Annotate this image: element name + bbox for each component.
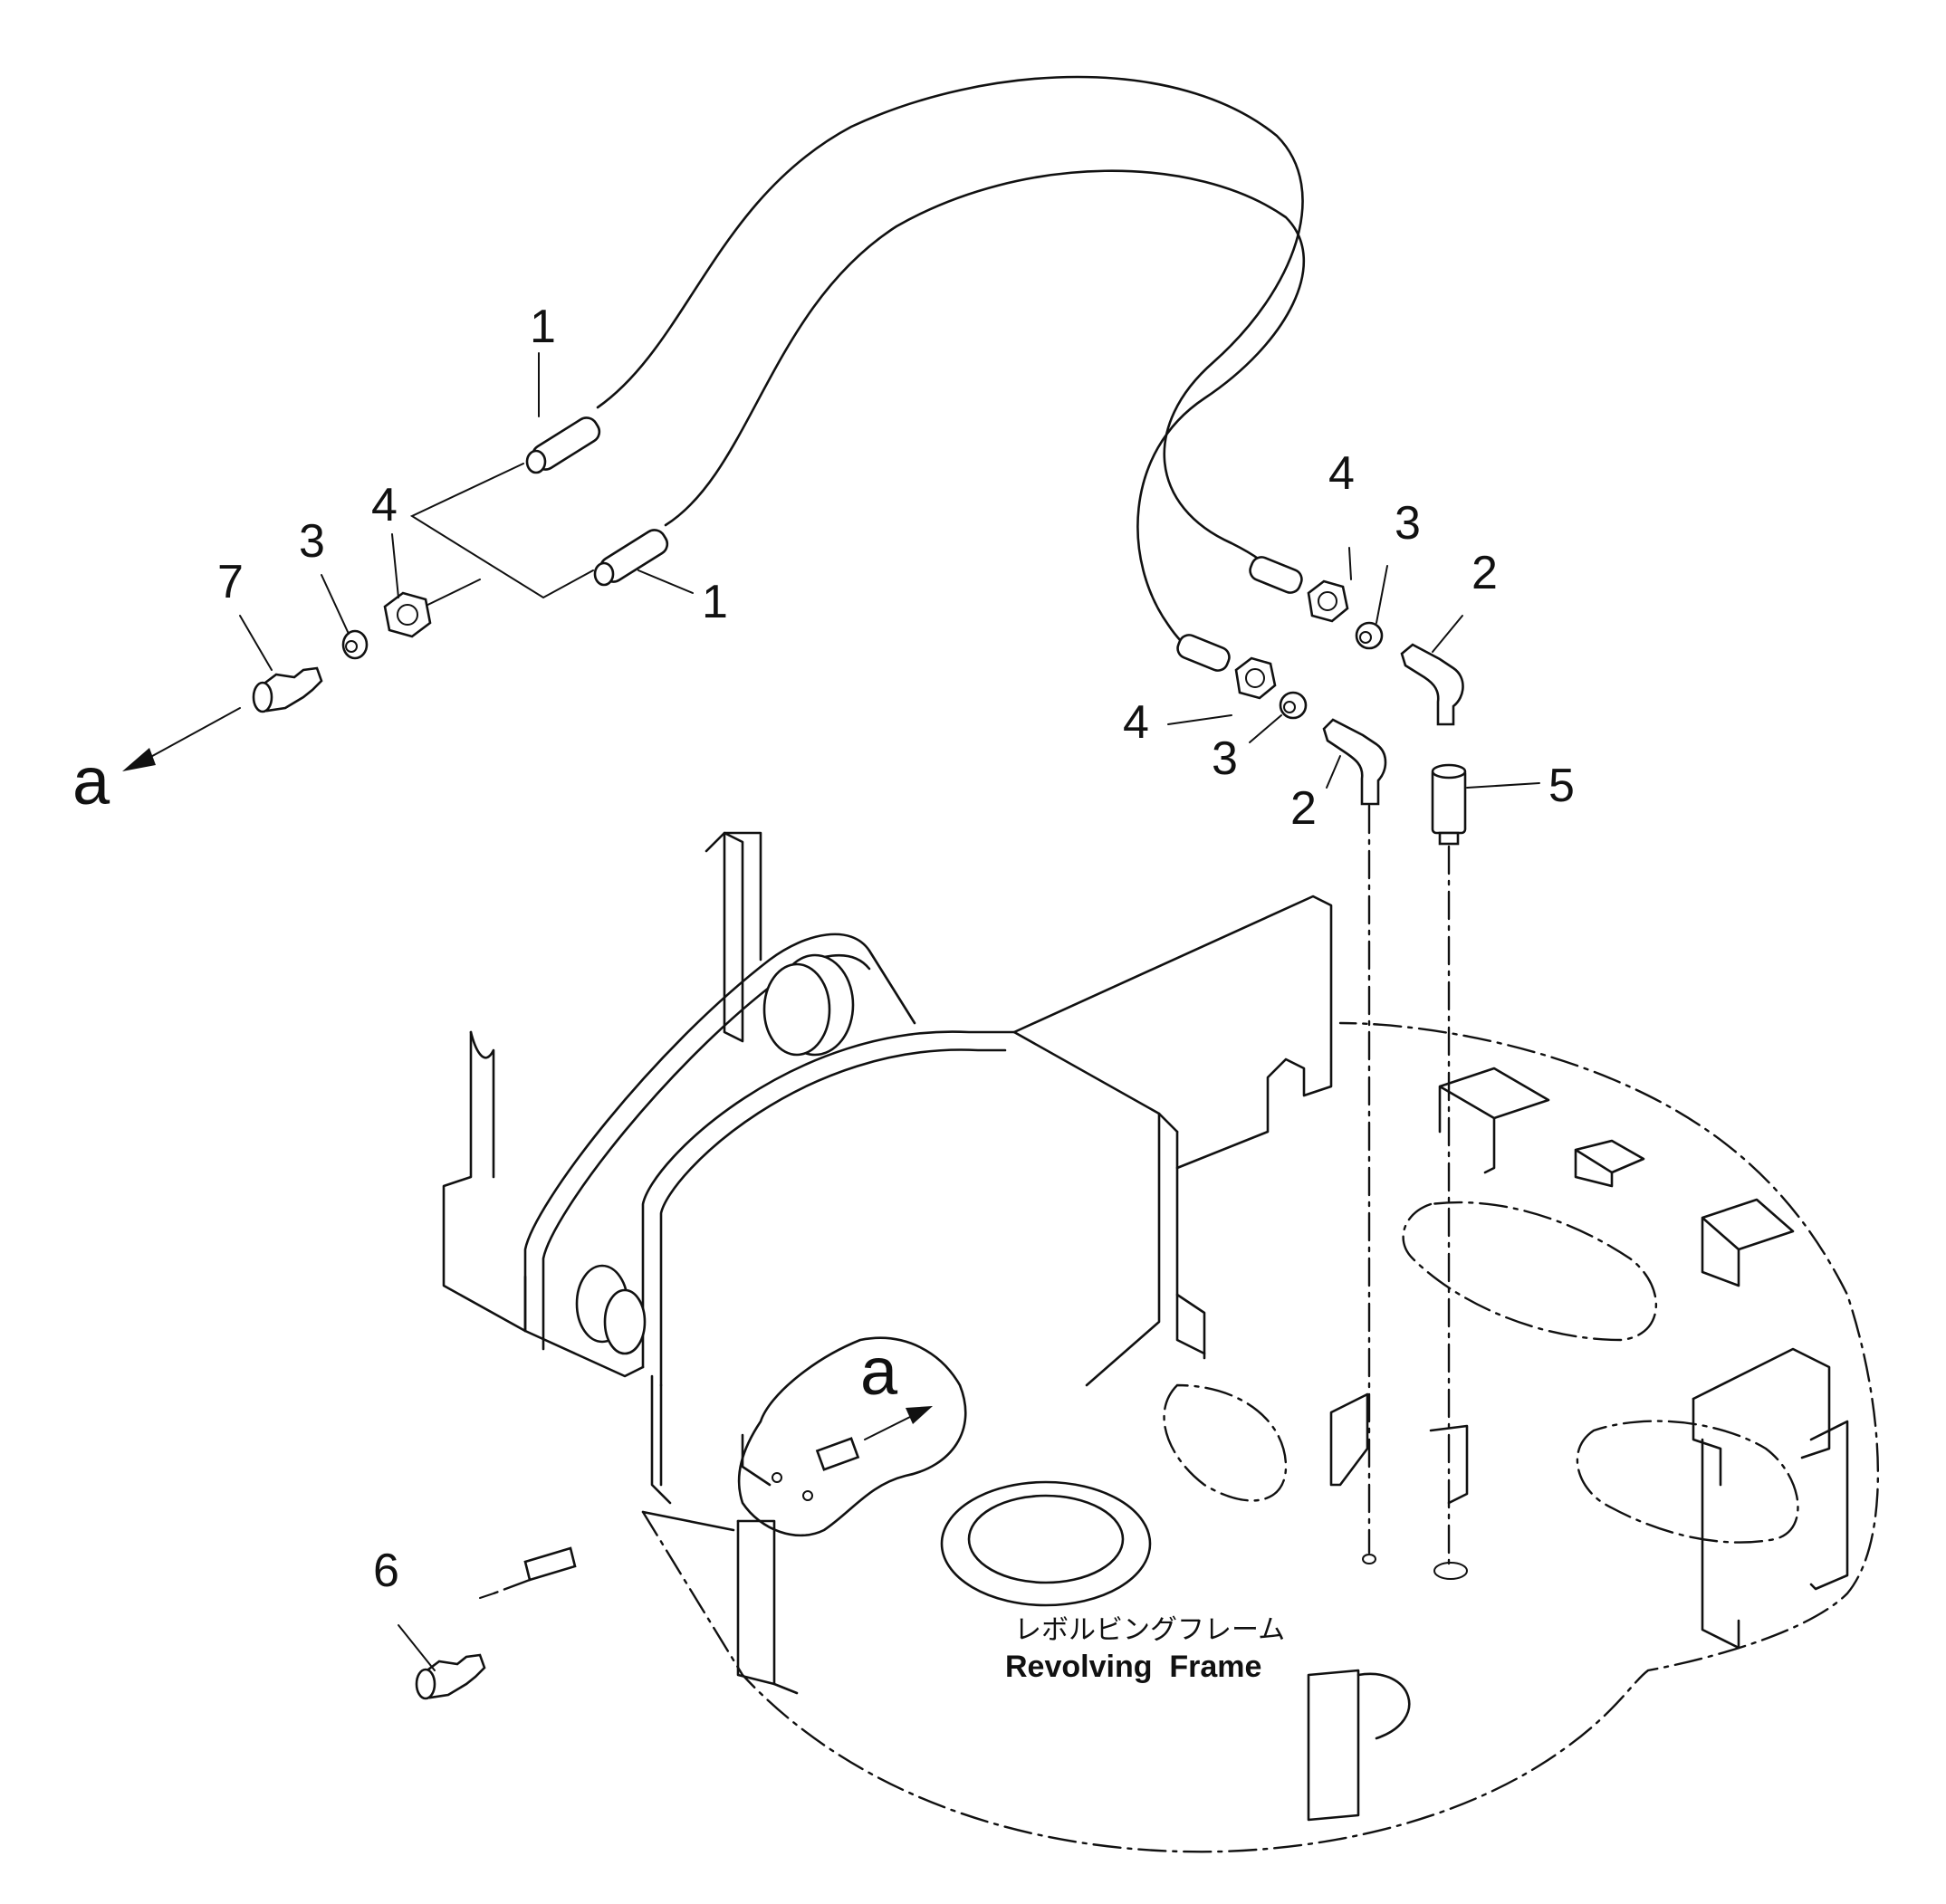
callout-2-right-top: 2 — [1471, 547, 1498, 599]
view-marker-a-left: a — [72, 743, 110, 818]
callout-1-bottom: 1 — [702, 576, 728, 628]
callout-4-right-top: 4 — [1328, 447, 1355, 500]
grease-fitting-7 — [252, 666, 323, 713]
elbow-2-right-upper — [1400, 643, 1464, 726]
callout-3-right-top: 3 — [1395, 497, 1421, 550]
caption-english: Revolving Frame — [1005, 1650, 1261, 1684]
callout-4-left: 4 — [371, 479, 398, 531]
hex-nut-4-left — [383, 591, 432, 638]
collar-3-right-lower — [1279, 691, 1308, 720]
grease-hose-upper — [596, 75, 1305, 655]
arrow-a-frame — [906, 1406, 933, 1424]
callout-3-right-bottom: 3 — [1212, 732, 1238, 785]
grease-fitting-6 — [415, 1653, 486, 1700]
hose-fitting-right-upper — [1249, 556, 1303, 594]
grease-pad-6 — [523, 1546, 577, 1582]
hex-nut-4-right-upper — [1307, 579, 1349, 623]
callout-6: 6 — [373, 1545, 399, 1597]
callout-3-left: 3 — [299, 515, 325, 568]
adapter-5 — [1431, 763, 1467, 846]
elbow-2-right-lower — [1322, 718, 1387, 806]
collar-3-left — [341, 629, 369, 660]
hose-fitting-right-lower — [1176, 634, 1231, 672]
arrow-a-left — [122, 748, 156, 771]
caption-japanese: レボルビングフレーム — [1014, 1614, 1285, 1646]
hex-nut-4-right-lower — [1234, 656, 1277, 700]
hose-fitting-1-upper — [525, 416, 601, 474]
callout-7: 7 — [217, 556, 244, 608]
collar-3-right-upper — [1355, 621, 1384, 650]
callout-2-right-bottom: 2 — [1290, 782, 1317, 835]
callout-5: 5 — [1548, 760, 1575, 812]
view-marker-a-frame: a — [860, 1334, 898, 1409]
callout-1-top: 1 — [530, 301, 556, 353]
revolving-frame — [442, 831, 1880, 1853]
hose-fitting-1-lower — [593, 529, 669, 587]
callout-4-right-bottom: 4 — [1123, 696, 1149, 749]
